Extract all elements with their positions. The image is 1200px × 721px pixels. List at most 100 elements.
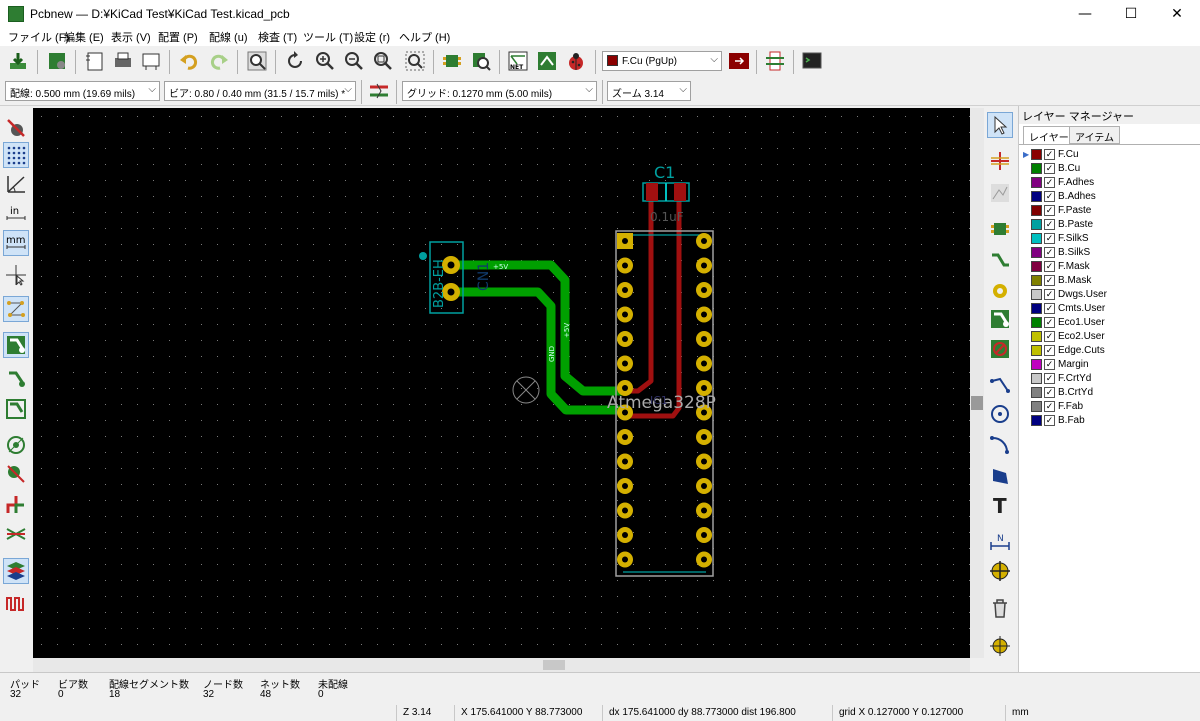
layer-visibility-checkbox[interactable]: ✓	[1044, 176, 1055, 188]
local-ratsnest-icon[interactable]	[987, 180, 1013, 206]
board-setup-icon[interactable]	[44, 48, 70, 74]
menu-settings[interactable]: 設定 (r)	[354, 32, 391, 44]
track-outline-icon[interactable]	[3, 366, 29, 392]
drc-toggle-icon[interactable]	[3, 115, 29, 141]
layer-visibility-checkbox[interactable]: ✓	[1044, 344, 1055, 356]
zoom-fit-icon[interactable]	[370, 48, 396, 74]
layer-visibility-checkbox[interactable]: ✓	[1044, 190, 1055, 202]
layer-manager-panel-icon[interactable]	[3, 558, 29, 584]
menu-view[interactable]: 表示 (V)	[111, 32, 151, 44]
polar-coords-icon[interactable]	[3, 171, 29, 197]
find-icon[interactable]	[244, 48, 270, 74]
update-pcb-icon[interactable]	[534, 48, 560, 74]
print-icon[interactable]	[110, 48, 136, 74]
minimize-button[interactable]: —	[1078, 6, 1092, 22]
layer-color-swatch[interactable]	[1031, 246, 1042, 258]
route-track-icon[interactable]	[987, 248, 1013, 274]
layer-color-swatch[interactable]	[1031, 204, 1042, 216]
layers-manager-toggle-icon[interactable]	[3, 521, 29, 547]
delete-tool-icon[interactable]	[987, 595, 1013, 621]
add-footprint-icon[interactable]	[987, 216, 1013, 242]
layer-color-swatch[interactable]	[1031, 190, 1042, 202]
close-button[interactable]: ✕	[1171, 6, 1183, 22]
layer-color-swatch[interactable]	[1031, 344, 1042, 356]
layer-color-swatch[interactable]	[1031, 162, 1042, 174]
layer-row[interactable]: ✓Edge.Cuts	[1023, 343, 1105, 357]
layer-visibility-checkbox[interactable]: ✓	[1044, 204, 1055, 216]
tab-items[interactable]: アイテム	[1069, 126, 1120, 144]
zone-fill-icon[interactable]	[3, 396, 29, 422]
menu-file[interactable]: ファイル (F)	[8, 32, 70, 44]
add-target-icon[interactable]	[987, 558, 1013, 584]
layer-visibility-checkbox[interactable]: ✓	[1044, 400, 1055, 412]
layer-row[interactable]: ✓B.Mask	[1023, 273, 1091, 287]
layer-color-swatch[interactable]	[1031, 232, 1042, 244]
layer-color-swatch[interactable]	[1031, 288, 1042, 300]
layer-visibility-checkbox[interactable]: ✓	[1044, 218, 1055, 230]
place-origin-icon[interactable]	[987, 633, 1013, 659]
layer-color-swatch[interactable]	[1031, 302, 1042, 314]
draw-arc-icon[interactable]	[987, 431, 1013, 457]
grid-toggle-icon[interactable]	[3, 142, 29, 168]
layer-visibility-checkbox[interactable]: ✓	[1044, 414, 1055, 426]
layer-visibility-checkbox[interactable]: ✓	[1044, 148, 1055, 160]
ic1-atmega328p[interactable]: Atmega328P IC1	[607, 230, 716, 577]
layer-color-swatch[interactable]	[1031, 316, 1042, 328]
layer-row[interactable]: ✓F.CrtYd	[1023, 371, 1091, 385]
tab-layers[interactable]: レイヤー	[1023, 126, 1075, 144]
layer-row[interactable]: ✓B.Fab	[1023, 413, 1085, 427]
layer-row[interactable]: ✓F.Mask	[1023, 259, 1090, 273]
layer-row[interactable]: ✓Eco1.User	[1023, 315, 1105, 329]
menu-edit[interactable]: 編集 (E)	[64, 32, 104, 44]
layer-row[interactable]: ✓B.Cu	[1023, 161, 1080, 175]
layer-color-swatch[interactable]	[1031, 358, 1042, 370]
zoom-in-icon[interactable]	[312, 48, 338, 74]
layer-visibility-checkbox[interactable]: ✓	[1044, 386, 1055, 398]
layer-row[interactable]: ✓B.Paste	[1023, 217, 1093, 231]
layer-visibility-checkbox[interactable]: ✓	[1044, 316, 1055, 328]
layer-row[interactable]: ✓F.Fab	[1023, 399, 1083, 413]
layer-visibility-checkbox[interactable]: ✓	[1044, 246, 1055, 258]
high-contrast-icon[interactable]	[3, 491, 29, 517]
layer-row[interactable]: ✓B.CrtYd	[1023, 385, 1093, 399]
auto-track-width-icon[interactable]	[366, 78, 392, 104]
layer-color-swatch[interactable]	[1031, 218, 1042, 230]
scripting-console-icon[interactable]	[799, 48, 825, 74]
mode-footprint-icon[interactable]	[762, 48, 788, 74]
vertical-scrollbar[interactable]	[970, 108, 984, 658]
layer-visibility-checkbox[interactable]: ✓	[1044, 274, 1055, 286]
footprint-browser-icon[interactable]	[468, 48, 494, 74]
menu-route[interactable]: 配線 (u)	[209, 32, 248, 44]
pcb-canvas[interactable]: C1 0.1uF B2B-EH CN1 +5V +5V GND Atmega32…	[33, 108, 970, 658]
units-mm-icon[interactable]: mm	[3, 230, 29, 256]
menu-tools[interactable]: ツール (T)	[303, 32, 354, 44]
layer-visibility-checkbox[interactable]: ✓	[1044, 302, 1055, 314]
layer-color-swatch[interactable]	[1031, 274, 1042, 286]
ratsnest-icon[interactable]	[3, 296, 29, 322]
layer-visibility-checkbox[interactable]: ✓	[1044, 162, 1055, 174]
save-board-icon[interactable]	[5, 48, 31, 74]
menu-inspect[interactable]: 検査 (T)	[258, 32, 298, 44]
zoom-selection-icon[interactable]	[402, 48, 428, 74]
grid-dropdown[interactable]: グリッド: 0.1270 mm (5.00 mils) ⌵	[402, 81, 597, 101]
layer-visibility-checkbox[interactable]: ✓	[1044, 330, 1055, 342]
connector-cn1[interactable]: B2B-EH CN1	[419, 241, 492, 314]
via-display-icon[interactable]	[3, 432, 29, 458]
layer-row[interactable]: ✓F.Adhes	[1023, 175, 1094, 189]
select-tool-icon[interactable]	[987, 112, 1013, 138]
draw-line-icon[interactable]	[987, 371, 1013, 397]
layer-color-swatch[interactable]	[1031, 260, 1042, 272]
show-tracks-icon[interactable]	[3, 332, 29, 358]
add-keepout-icon[interactable]	[987, 336, 1013, 362]
redraw-icon[interactable]	[282, 48, 308, 74]
menu-help[interactable]: ヘルプ (H)	[399, 32, 451, 44]
add-via-icon[interactable]	[987, 278, 1013, 304]
undo-icon[interactable]	[176, 48, 202, 74]
microwave-tools-icon[interactable]	[3, 590, 29, 616]
layer-color-swatch[interactable]	[1031, 148, 1042, 160]
plot-icon[interactable]	[138, 48, 164, 74]
layer-pair-icon[interactable]	[726, 48, 752, 74]
layer-row[interactable]: ✓F.Paste	[1023, 203, 1091, 217]
layer-color-swatch[interactable]	[1031, 372, 1042, 384]
menu-place[interactable]: 配置 (P)	[158, 32, 198, 44]
